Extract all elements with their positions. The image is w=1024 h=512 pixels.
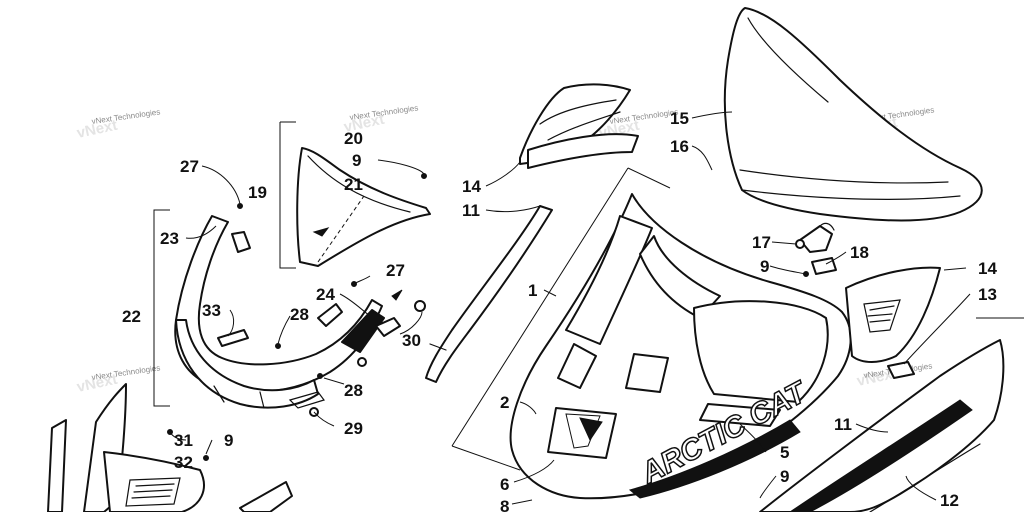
callout-29: 29 — [344, 419, 363, 438]
callout-13: 13 — [978, 285, 997, 304]
callout-18: 18 — [850, 243, 869, 262]
callout-9: 9 — [780, 467, 789, 486]
lower-left-parts — [47, 383, 293, 512]
windshield — [723, 7, 983, 222]
callout-28: 28 — [344, 381, 363, 400]
callout-20: 20 — [344, 129, 363, 148]
callout-11: 11 — [834, 415, 852, 434]
callout-24: 24 — [316, 285, 335, 304]
callout-12: 12 — [940, 491, 959, 510]
callout-23: 23 — [160, 229, 179, 248]
callout-22: 22 — [122, 307, 141, 326]
callout-27: 27 — [180, 157, 199, 176]
headlight-housing — [174, 215, 383, 409]
callout-30: 30 — [402, 331, 421, 350]
small-hardware — [217, 173, 427, 417]
callout-9: 9 — [352, 151, 361, 170]
callout-14: 14 — [978, 259, 997, 278]
callout-9: 9 — [760, 257, 769, 276]
callout-27: 27 — [386, 261, 405, 280]
callout-32: 32 — [174, 453, 193, 472]
callout-5: 5 — [780, 443, 789, 462]
callout-9: 9 — [224, 431, 233, 450]
nose-cover — [519, 83, 639, 169]
callout-16: 16 — [670, 137, 689, 156]
watermark: vNext Technologies — [91, 363, 161, 382]
side-panel-right — [759, 317, 1024, 512]
callout-11: 11 — [462, 201, 480, 220]
callout-2: 2 — [500, 393, 509, 412]
bracket-22 — [153, 209, 170, 407]
hood: ARCTIC CAT — [451, 167, 852, 500]
trim-strip-left — [425, 205, 553, 383]
lamp-lens — [296, 147, 431, 267]
callout-19: 19 — [248, 183, 267, 202]
callout-8: 8 — [500, 497, 509, 512]
callout-17: 17 — [752, 233, 771, 252]
callout-28: 28 — [290, 305, 309, 324]
callout-1: 1 — [528, 281, 537, 300]
windshield-bracket — [795, 222, 837, 277]
callout-6: 6 — [500, 475, 509, 494]
callout-15: 15 — [670, 109, 689, 128]
callout-21: 21 — [344, 175, 363, 194]
watermark: vNext Technologies — [609, 107, 679, 126]
bracket-19 — [279, 121, 296, 269]
callout-31: 31 — [174, 431, 193, 450]
watermark: vNext Technologies — [91, 107, 161, 126]
callouts: 27 19 20 9 21 23 22 33 28 24 27 30 28 29… — [122, 109, 997, 512]
callout-14: 14 — [462, 177, 481, 196]
side-grille — [845, 266, 941, 363]
callout-33: 33 — [202, 301, 221, 320]
leader-lines — [169, 111, 971, 505]
